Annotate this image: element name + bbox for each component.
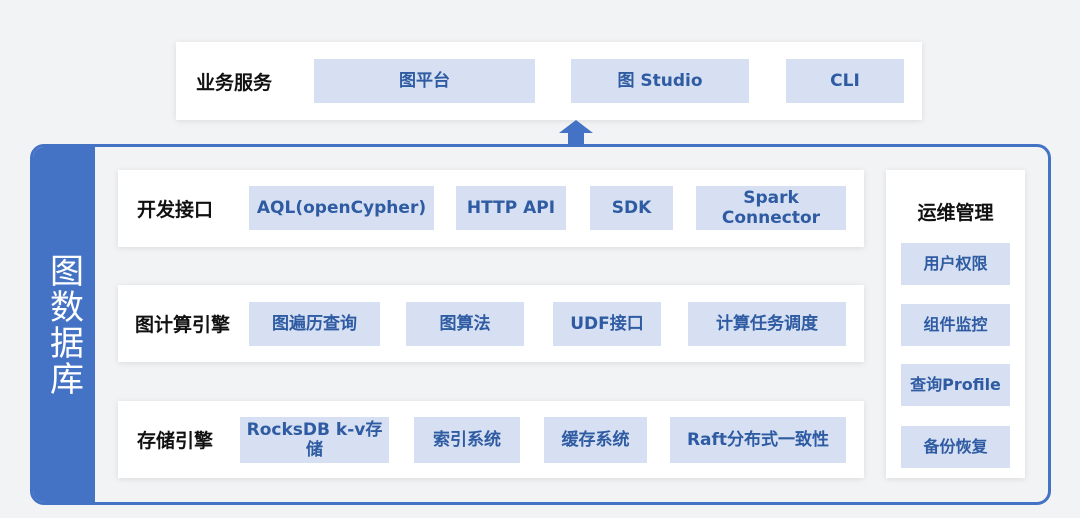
- dev-interface-panel: 开发接口 AQL(openCypher) HTTP API SDK Spark …: [118, 170, 864, 247]
- chip-graph-traversal: 图遍历查询: [249, 302, 380, 346]
- business-services-panel: 业务服务 图平台 图 Studio CLI: [176, 42, 922, 120]
- up-arrow-icon: [559, 120, 593, 146]
- chip-http-api: HTTP API: [456, 186, 566, 230]
- ops-management-panel: 运维管理 用户权限 组件监控 查询Profile 备份恢复: [886, 170, 1025, 478]
- business-services-label: 业务服务: [196, 71, 273, 94]
- chip-backup-restore: 备份恢复: [901, 426, 1010, 468]
- compute-engine-panel: 图计算引擎 图遍历查询 图算法 UDF接口 计算任务调度: [118, 285, 864, 362]
- chip-component-monitoring: 组件监控: [901, 304, 1010, 346]
- chip-graph-studio: 图 Studio: [571, 59, 749, 103]
- chip-aql: AQL(openCypher): [249, 186, 434, 230]
- chip-user-permissions: 用户权限: [901, 243, 1010, 285]
- chip-cli: CLI: [786, 59, 904, 103]
- chip-query-profile: 查询Profile: [901, 364, 1010, 406]
- chip-index-system: 索引系统: [414, 417, 520, 463]
- chip-rocksdb-storage: RocksDB k-v存 储: [240, 417, 389, 463]
- chip-graph-platform: 图平台: [314, 59, 535, 103]
- storage-engine-panel: 存储引擎 RocksDB k-v存 储 索引系统 缓存系统 Raft分布式一致性: [118, 401, 864, 478]
- chip-raft-consistency: Raft分布式一致性: [670, 417, 846, 463]
- storage-engine-label: 存储引擎: [137, 430, 214, 452]
- chip-spark-connector: Spark Connector: [696, 186, 846, 230]
- chip-graph-algorithms: 图算法: [406, 302, 524, 346]
- graph-database-title: 图数据库: [43, 252, 84, 397]
- compute-engine-label: 图计算引擎: [135, 314, 231, 336]
- chip-cache-system: 缓存系统: [544, 417, 647, 463]
- graph-database-sidebar: 图数据库: [33, 147, 95, 502]
- chip-task-scheduling: 计算任务调度: [688, 302, 846, 346]
- ops-management-label: 运维管理: [917, 202, 994, 224]
- chip-udf-interface: UDF接口: [553, 302, 661, 346]
- dev-interface-label: 开发接口: [137, 199, 214, 221]
- chip-sdk: SDK: [590, 186, 673, 230]
